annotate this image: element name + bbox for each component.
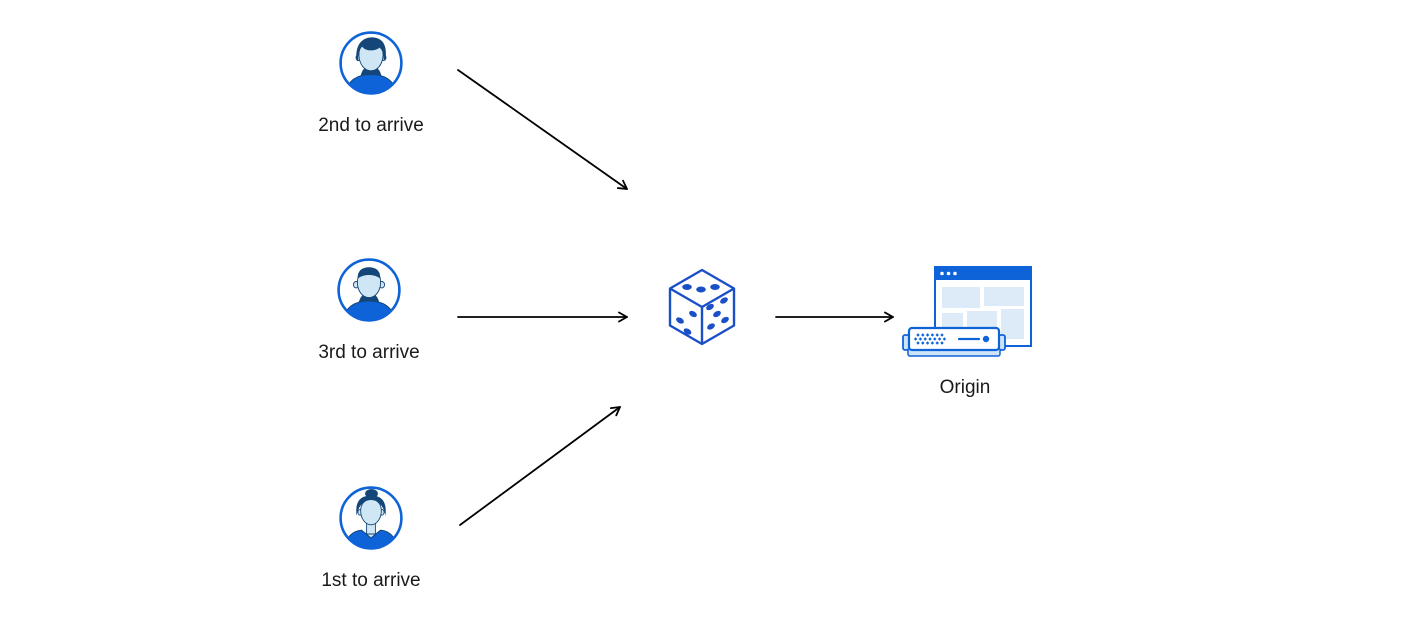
client-node-2nd: 2nd to arrive bbox=[301, 30, 441, 137]
origin-node: Origin bbox=[890, 262, 1040, 399]
dice-icon bbox=[668, 268, 736, 346]
client-2nd-label: 2nd to arrive bbox=[318, 115, 424, 136]
server-icon bbox=[902, 326, 1006, 357]
arrow-client-1st-to-dice bbox=[459, 406, 621, 526]
avatar-woman-bun-icon bbox=[339, 486, 403, 550]
arrow-client-2nd-to-dice bbox=[457, 69, 628, 190]
dice-node bbox=[667, 267, 737, 347]
client-node-1st: 1st to arrive bbox=[301, 485, 441, 592]
origin-label: Origin bbox=[939, 377, 991, 398]
client-3rd-label: 3rd to arrive bbox=[318, 342, 420, 363]
origin-browser-server-icon bbox=[902, 266, 1032, 357]
client-node-3rd: 3rd to arrive bbox=[299, 257, 439, 364]
avatar-man-quiff-icon bbox=[339, 31, 403, 95]
avatar-man-short-hair-icon bbox=[337, 258, 401, 322]
client-1st-label: 1st to arrive bbox=[321, 570, 421, 591]
